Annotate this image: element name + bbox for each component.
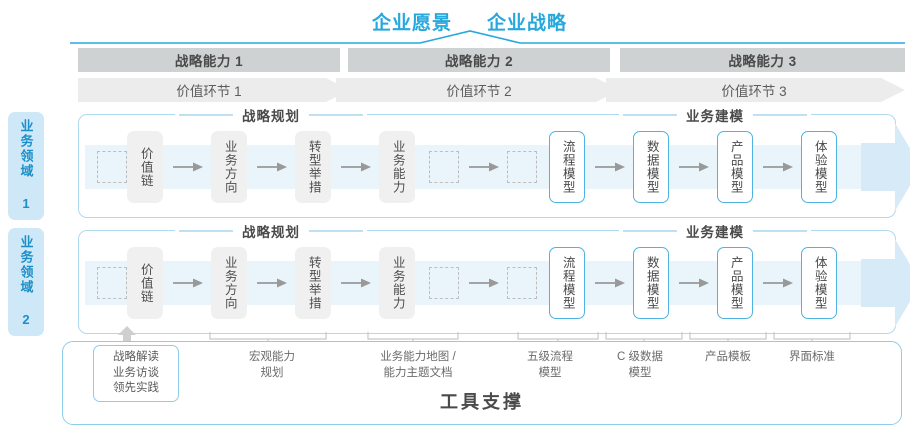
dashed-placeholder-mid (429, 151, 459, 183)
node-transformation-measures[interactable]: 转型举措 (295, 247, 331, 319)
strategic-capability-2-bar[interactable]: 战略能力 2 (348, 48, 610, 72)
section-caption-business-modeling: 业务建模 (619, 221, 811, 241)
arrow-icon (595, 162, 625, 172)
node-experience-model[interactable]: 体验模型 (801, 131, 837, 203)
arrow-icon (341, 278, 371, 288)
node-process-model[interactable]: 流程模型 (549, 131, 585, 203)
business-domain-2-tab[interactable]: 业务领域 2 (8, 228, 44, 336)
business-domain-1-tab[interactable]: 业务领域 1 (8, 112, 44, 220)
tool-label-strategy-interpretation[interactable]: 战略解读 业务访谈 领先实践 (93, 345, 179, 402)
tool-label-capability-map[interactable]: 业务能力地图 / 能力主题文档 (380, 351, 456, 379)
arrow-icon (257, 162, 287, 172)
caption-line-left (623, 230, 677, 232)
arrow-icon (595, 278, 625, 288)
arrow-icon (763, 162, 793, 172)
node-business-direction[interactable]: 业务方向 (211, 131, 247, 203)
tool-label-macro-capability-planning[interactable]: 宏观能力 规划 (249, 351, 295, 379)
node-process-model[interactable]: 流程模型 (549, 247, 585, 319)
tool-support-title: 工具支撑 (440, 392, 524, 412)
section-caption-strategic-planning: 战略规划 (175, 221, 367, 241)
caption-line-right (753, 230, 807, 232)
arrow-icon (341, 162, 371, 172)
node-data-model[interactable]: 数据模型 (633, 131, 669, 203)
node-business-capability[interactable]: 业务能力 (379, 247, 415, 319)
node-experience-model[interactable]: 体验模型 (801, 247, 837, 319)
header-peak-connector-line (70, 30, 905, 44)
tool-support-container: 工具支撑 (62, 341, 902, 425)
node-business-direction[interactable]: 业务方向 (211, 247, 247, 319)
caption-line-left (179, 230, 233, 232)
node-product-model[interactable]: 产品模型 (717, 247, 753, 319)
dashed-placeholder-mid2 (507, 151, 537, 183)
enterprise-vision-title: 企业愿景 (372, 13, 453, 34)
node-data-model[interactable]: 数据模型 (633, 247, 669, 319)
arrow-icon (257, 278, 287, 288)
tool-label-c-level-data-model[interactable]: C 级数据 模型 (617, 351, 663, 379)
dashed-placeholder-start (97, 267, 127, 299)
node-business-capability[interactable]: 业务能力 (379, 131, 415, 203)
node-value-chain[interactable]: 价值链 (127, 247, 163, 319)
node-transformation-measures[interactable]: 转型举措 (295, 131, 331, 203)
section-caption-text: 战略规划 (242, 109, 300, 124)
flow-arrow-head-icon (861, 123, 910, 211)
tool-label-five-level-process-model[interactable]: 五级流程 模型 (527, 351, 573, 379)
caption-line-left (623, 114, 677, 116)
arrow-icon (679, 162, 709, 172)
dashed-placeholder-mid (429, 267, 459, 299)
tool-label-interface-standard[interactable]: 界面标准 (789, 351, 835, 363)
business-domain-2-row: 战略规划 业务建模 价值链 业务方向 转型举措 业务能力 流程模型 数据模型 产… (78, 221, 910, 334)
node-value-chain[interactable]: 价值链 (127, 131, 163, 203)
arrow-icon (679, 278, 709, 288)
section-caption-strategic-planning: 战略规划 (175, 105, 367, 125)
tool-label-product-template[interactable]: 产品模板 (705, 351, 751, 363)
dashed-placeholder-start (97, 151, 127, 183)
caption-line-left (179, 114, 233, 116)
value-chain-3-label[interactable]: 价值环节 3 (721, 84, 787, 99)
section-caption-business-modeling: 业务建模 (619, 105, 811, 125)
value-chain-1-label[interactable]: 价值环节 1 (176, 84, 242, 99)
caption-line-right (309, 114, 363, 116)
flow-arrow-head-icon (861, 239, 910, 327)
section-caption-text: 业务建模 (686, 225, 744, 240)
section-caption-text: 战略规划 (242, 225, 300, 240)
enterprise-strategy-title: 企业战略 (487, 13, 568, 34)
dashed-placeholder-mid2 (507, 267, 537, 299)
caption-line-right (309, 230, 363, 232)
arrow-icon (173, 278, 203, 288)
value-chain-band: 价值环节 1 价值环节 2 价值环节 3 (78, 78, 905, 102)
strategic-capability-1-bar[interactable]: 战略能力 1 (78, 48, 340, 72)
business-domain-1-row: 战略规划 业务建模 价值链 业务方向 转型举措 业务能力 流程模型 数据模型 产… (78, 105, 910, 218)
section-caption-text: 业务建模 (686, 109, 744, 124)
value-chain-chevrons (78, 78, 905, 102)
arrow-icon (173, 162, 203, 172)
arrow-icon (469, 162, 499, 172)
up-arrow-icon (118, 326, 136, 348)
arrow-icon (469, 278, 499, 288)
node-product-model[interactable]: 产品模型 (717, 131, 753, 203)
arrow-icon (763, 278, 793, 288)
caption-line-right (753, 114, 807, 116)
value-chain-2-label[interactable]: 价值环节 2 (446, 84, 512, 99)
strategic-capability-3-bar[interactable]: 战略能力 3 (620, 48, 905, 72)
